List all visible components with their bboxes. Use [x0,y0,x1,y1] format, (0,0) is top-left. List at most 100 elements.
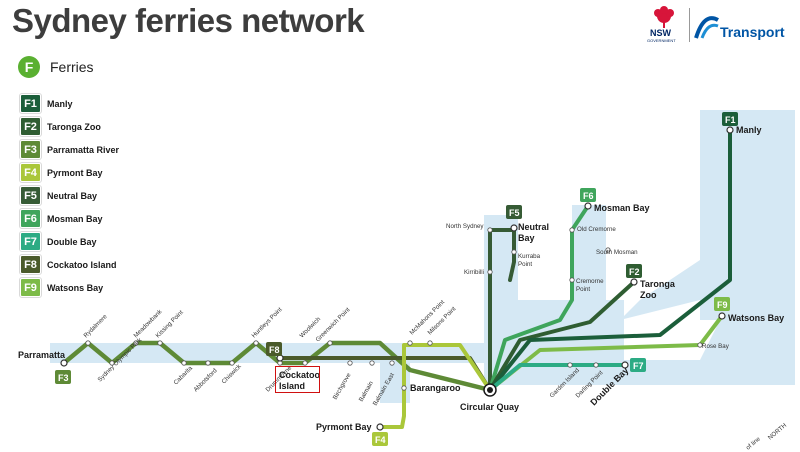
badge-f2 [626,264,642,278]
stop-rydalmere: Rydalmere [82,313,108,339]
waratah-icon [654,6,674,28]
stop-chiswick: Chiswick [220,363,243,386]
badge-f1 [722,112,738,126]
badge-f5 [506,205,522,219]
legend-badge-f7: F7 [19,231,42,252]
stop-cockatoo-island-line1: Cockatoo [279,370,321,380]
svg-text:F3: F3 [58,373,69,383]
corner-note-line1: NORTH [767,422,788,441]
route-f4-line [378,343,492,429]
legend-badge-f3: F3 [19,139,42,160]
legend-badge-f6: F6 [19,208,42,229]
legend-label-f2: Taronga Zoo [47,121,101,132]
svg-text:F1: F1 [725,115,736,125]
stop-neutral-bay-line2: Bay [518,233,535,243]
legend-label-f5: Neutral Bay [47,190,98,201]
cockatoo-island-highlight [275,366,320,393]
svg-text:F7: F7 [633,361,644,371]
badge-f3 [55,370,71,384]
stop-manly: Manly [736,125,762,135]
ferry-mode-icon: F [18,56,40,78]
legend-label-f3: Parramatta River [47,144,120,155]
stop-huntleys-point: Huntleys Point [250,306,283,339]
stop-cabarita: Cabarita [172,365,194,387]
stop-markers [85,227,703,391]
legend-badge-f9: F9 [19,277,42,298]
corner-note: NORTH of line [745,422,788,451]
legend-item-f1: F1 Manly [19,92,119,115]
legend-item-f4: F4 Pyrmont Bay [19,161,119,184]
route-f2-line [488,280,636,392]
terminus-markers [60,126,734,431]
stop-birchgrove: Birchgrove [332,371,353,401]
legend-item-f8: F8 Cockatoo Island [19,253,119,276]
page-title: Sydney ferries network [12,2,365,39]
legend-badge-f1: F1 [19,93,42,114]
badge-f9 [714,297,730,311]
mode-header: F Ferries [18,56,94,78]
stop-greenwich-point: Greenwich Point [314,306,351,343]
legend-item-f7: F7 Double Bay [19,230,119,253]
nsw-logo-subtext: GOVERNMENT [647,38,676,43]
stop-taronga-zoo-line1: Taronga [640,279,676,289]
legend-item-f3: F3 Parramatta River [19,138,120,161]
stop-mosman-bay: Mosman Bay [594,203,650,213]
stop-pyrmont-bay: Pyrmont Bay [316,422,372,432]
stop-balmain: Balmain [358,380,376,403]
route-f1-line [488,128,732,392]
svg-text:F8: F8 [269,345,280,355]
stop-north-sydney: North Sydney [446,223,484,230]
stop-kirribilli: Kirribilli [464,269,484,276]
route-f7-line [488,363,627,392]
nsw-logo-text: NSW [650,28,671,38]
stop-cremorne-point-line1: Cremorne [576,278,604,285]
svg-text:F5: F5 [509,208,520,218]
svg-text:F4: F4 [375,435,386,445]
legend-badge-f5: F5 [19,185,42,206]
legend-label-f4: Pyrmont Bay [47,167,103,178]
transport-swoosh-icon [694,16,719,39]
badge-f6 [580,188,596,202]
badge-f7 [630,358,646,372]
svg-text:F2: F2 [629,267,640,277]
stop-kurraba-point-line2: Point [518,261,532,268]
circular-quay-hub [483,383,497,397]
transport-logo: Transport [694,10,794,42]
stop-watsons-bay: Watsons Bay [728,313,784,323]
svg-text:F6: F6 [583,191,594,201]
stop-abbotsford: Abbotsford [192,367,219,394]
legend-label-f8: Cockatoo Island [47,259,117,270]
stop-rose-bay: Rose Bay [702,343,730,350]
stop-kurraba-point-line1: Kurraba [518,253,541,260]
stop-taronga-zoo-line2: Zoo [640,290,657,300]
logo-divider [689,8,690,42]
stop-barangaroo: Barangaroo [410,383,461,393]
legend-label-f1: Manly [47,98,73,109]
transport-logo-text: Transport [720,24,785,40]
stop-south-mosman: South Mosman [596,249,638,256]
legend-label-f6: Mosman Bay [47,213,103,224]
stop-parramatta: Parramatta [18,350,66,360]
legend-label-f9: Watsons Bay [47,282,104,293]
nsw-government-logo: NSW GOVERNMENT [644,6,684,46]
svg-text:F9: F9 [717,300,728,310]
stop-circular-quay: Circular Quay [460,402,519,412]
mode-label: Ferries [50,59,94,75]
badge-f8 [266,342,282,356]
legend-label-f7: Double Bay [47,236,97,247]
badge-f4 [372,432,388,446]
stop-cockatoo-island-line2: Island [279,381,305,391]
legend-badge-f4: F4 [19,162,42,183]
stop-old-cremorne: Old Cremorne [577,226,616,233]
legend-item-f6: F6 Mosman Bay [19,207,119,230]
stop-cremorne-point-line2: Point [576,286,590,293]
route-badges: F3 F8 F4 F5 F6 F2 F1 F9 F7 [55,112,738,446]
stop-neutral-bay-line1: Neutral [518,222,549,232]
legend-item-f9: F9 Watsons Bay [19,276,119,299]
legend-item-f5: F5 Neutral Bay [19,184,119,207]
corner-note-line2: of line [745,435,763,451]
legend-badge-f8: F8 [19,254,42,275]
